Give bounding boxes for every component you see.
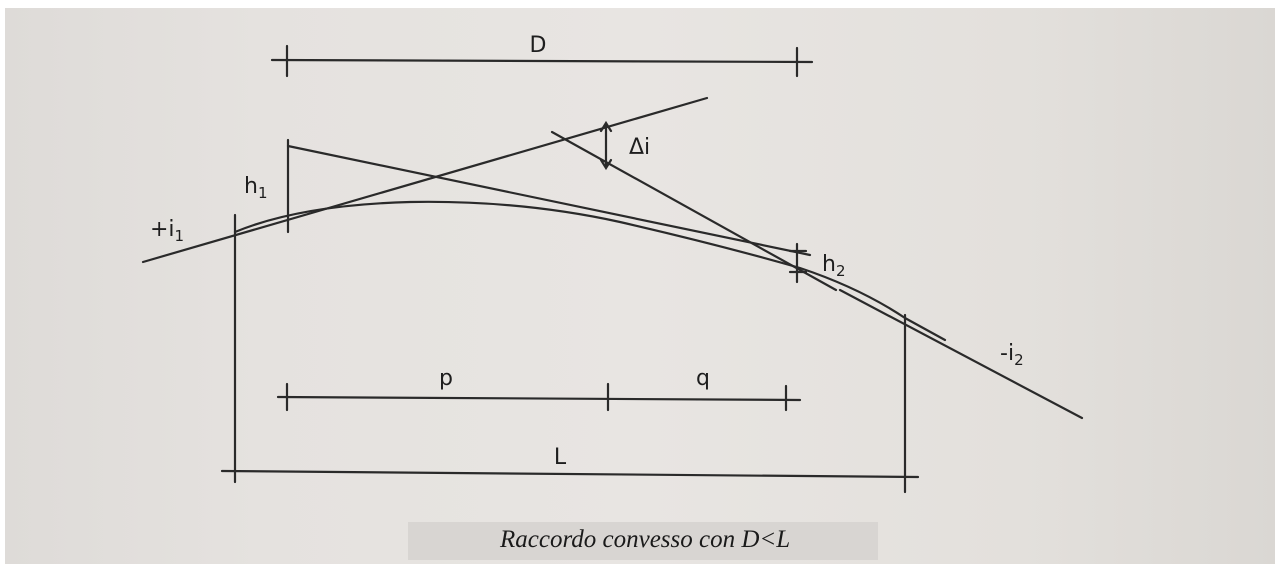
- dimension-pq-line: [276, 395, 802, 402]
- delta-i-arrow-bottom: [599, 158, 613, 171]
- caption-background: [408, 522, 878, 560]
- dimension-L-line: [220, 469, 920, 479]
- paper-background: [5, 8, 1275, 564]
- dimension-D-line: [270, 58, 814, 64]
- dimension-p-q: p q: [276, 366, 802, 412]
- sight-line: [286, 144, 812, 257]
- vertical-curve: [233, 200, 947, 342]
- label-minus-i2: -i2: [1000, 341, 1024, 369]
- delta-i-arrow-top: [599, 120, 613, 133]
- label-plus-i1: +i1: [150, 217, 184, 245]
- label-h2: h2: [822, 252, 846, 280]
- figure-caption: Raccordo convesso con D<L: [500, 526, 791, 553]
- tangent-line-minus-i2: [838, 288, 1084, 420]
- label-L: L: [554, 445, 567, 470]
- label-D: D: [530, 33, 547, 58]
- label-delta-i: Δi: [629, 135, 650, 160]
- label-p: p: [439, 366, 453, 391]
- label-h1: h1: [244, 174, 268, 202]
- tangent-line-plus-i1: [141, 96, 709, 264]
- dimension-D: D: [270, 33, 814, 78]
- label-q: q: [696, 366, 710, 391]
- dimension-L: L: [220, 213, 920, 494]
